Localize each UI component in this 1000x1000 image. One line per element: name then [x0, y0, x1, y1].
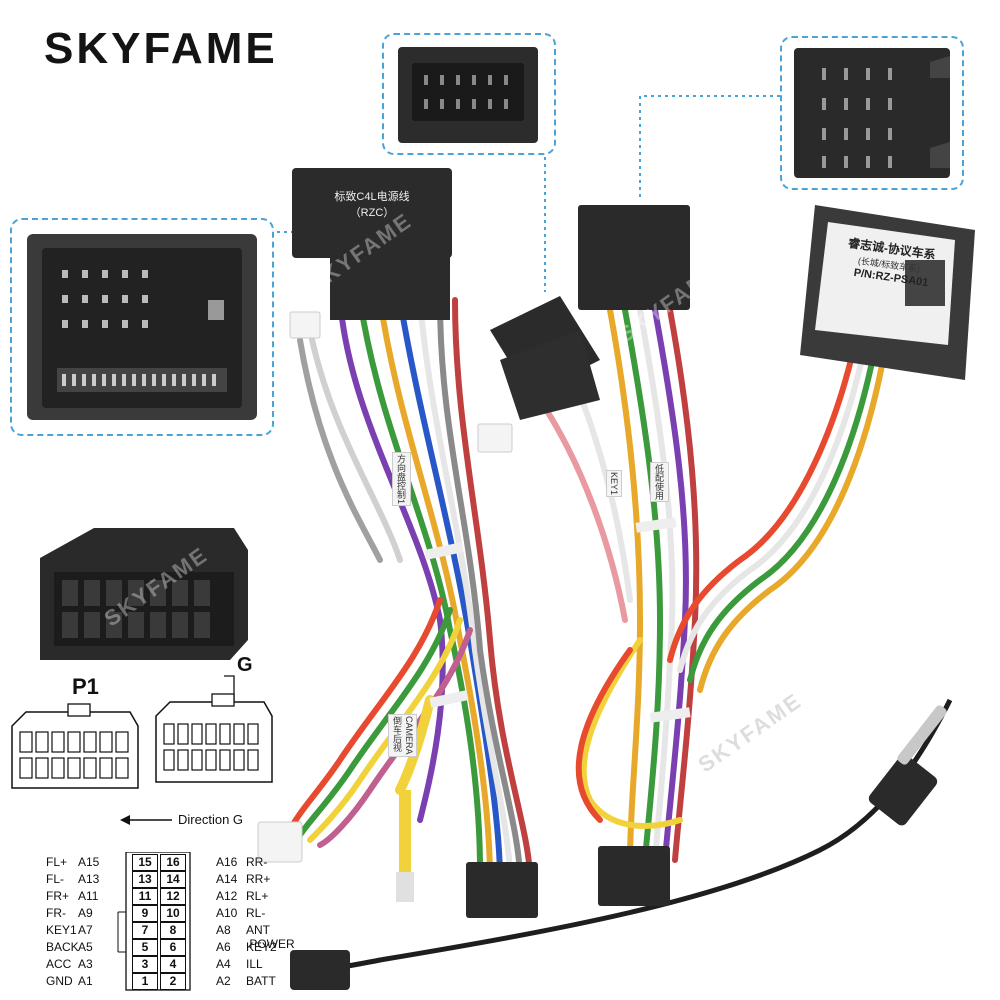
- pin-number-right: 2: [160, 973, 186, 990]
- pin-code-right: A2: [216, 974, 231, 988]
- pin-function-right: RR-: [246, 855, 268, 869]
- pin-function-right: RL+: [246, 889, 269, 903]
- wire-tag-key: KEY1: [606, 470, 622, 498]
- 16-pin-connector: [40, 528, 248, 660]
- wire-tag-canbus: 低配使用: [650, 462, 669, 502]
- label-p1: P1: [72, 674, 99, 699]
- pin-code-left: A3: [78, 957, 93, 971]
- pin-code-right: A8: [216, 923, 231, 937]
- pin-function-right: RL-: [246, 906, 266, 920]
- pin-code-left: A9: [78, 906, 93, 920]
- pin-row: FL- A13 13 14 A14 RR+: [40, 871, 300, 888]
- pin-code-right: A12: [216, 889, 238, 903]
- pin-number-left: 11: [132, 888, 158, 905]
- connector-inset-left: [10, 218, 274, 436]
- pin-code-right: A6: [216, 940, 231, 954]
- pin-code-right: A16: [216, 855, 238, 869]
- pin-code-right: A10: [216, 906, 238, 920]
- pin-number-right: 14: [160, 871, 186, 888]
- power-box-label: 标致C4L电源线 （RZC）: [334, 191, 410, 219]
- pin-row: FR+ A11 11 12 A12 RL+: [40, 888, 300, 905]
- pin-row: KEY1 A7 7 8 A8 ANT .POWER: [40, 922, 300, 951]
- pin-function-left: FL+: [46, 855, 68, 869]
- pin-number-left: 15: [132, 854, 158, 871]
- pin-function-right: ANT .POWER: [246, 923, 295, 951]
- pin-code-left: A1: [78, 974, 93, 988]
- pin-code-left: A11: [78, 889, 99, 903]
- pin-number-left: 1: [132, 973, 158, 990]
- connector-inset-top-middle: [382, 33, 556, 155]
- pin-number-left: 7: [132, 922, 158, 939]
- wire-tag-camera: CAMERA 倒车后视: [388, 714, 417, 757]
- pin-row: FR- A9 9 10 A10 RL-: [40, 905, 300, 922]
- pin-code-right: A14: [216, 872, 238, 886]
- connector-diagram-g: [155, 675, 273, 783]
- pin-function-left: FR+: [46, 889, 70, 903]
- pinout-frame: [117, 852, 191, 991]
- pin-function-left: ACC: [46, 957, 72, 971]
- pin-function-left: FL-: [46, 872, 64, 886]
- pin-function-right: RR+: [246, 872, 271, 886]
- pin-number-left: 9: [132, 905, 158, 922]
- connector-inset-top-right: [780, 36, 964, 190]
- pinout-table: FL+ A15 15 16 A16 RR- FL- A13 13 14 A14 …: [40, 852, 300, 992]
- pin-function-left: FR-: [46, 906, 66, 920]
- pin-row: ACC A3 3 4 A4 ILL: [40, 956, 300, 973]
- pin-function-left: KEY1: [46, 923, 77, 937]
- pin-number-left: 5: [132, 939, 158, 956]
- direction-label: Direction G: [178, 812, 244, 827]
- connector-diagram-p1: [11, 703, 139, 789]
- pin-code-left: A5: [78, 940, 93, 954]
- pin-number-left: 13: [132, 871, 158, 888]
- label-g: G: [237, 654, 253, 676]
- pin-code-right: A4: [216, 957, 231, 971]
- pin-number-right: 16: [160, 854, 186, 871]
- pin-function-right: ILL: [246, 957, 263, 971]
- wire-tag-steering: 方向盘控制1: [392, 452, 411, 507]
- pin-function-right: KEY2: [246, 940, 277, 954]
- pin-code-left: A15: [78, 855, 100, 869]
- pin-code-left: A13: [78, 872, 100, 886]
- pin-row: BACK A5 5 6 A6 KEY2: [40, 939, 300, 956]
- pin-code-left: A7: [78, 923, 93, 937]
- pin-row: FL+ A15 15 16 A16 RR-: [40, 854, 300, 871]
- pin-number-right: 4: [160, 956, 186, 973]
- pin-number-right: 8: [160, 922, 186, 939]
- pin-number-left: 3: [132, 956, 158, 973]
- pin-number-right: 10: [160, 905, 186, 922]
- direction-arrow-icon: [120, 815, 172, 825]
- pin-number-right: 6: [160, 939, 186, 956]
- pin-row: GND A1 1 2 A2 BATT: [40, 973, 300, 990]
- pin-function-right: BATT: [246, 974, 276, 988]
- pin-number-right: 12: [160, 888, 186, 905]
- pin-function-left: BACK: [46, 940, 79, 954]
- brand-logo: SKYFAME: [44, 24, 278, 73]
- pin-function-left: GND: [46, 974, 73, 988]
